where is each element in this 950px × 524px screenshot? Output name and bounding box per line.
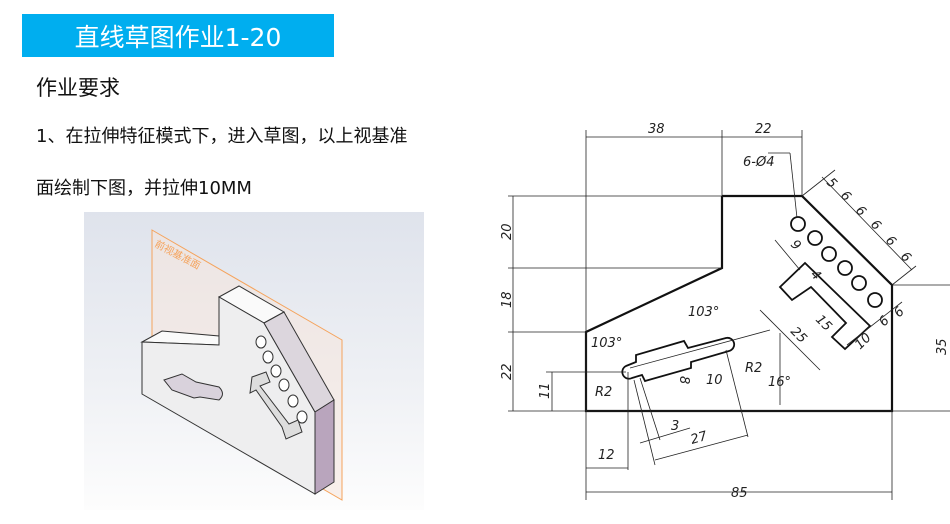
dimension-lines <box>508 130 950 500</box>
dim-22-left: 22 <box>500 363 515 380</box>
dim-6-right: 6 <box>891 304 907 320</box>
instruction-text-2: 面绘制下图，并拉伸10MM <box>36 178 252 199</box>
dim-8: 8 <box>676 376 691 384</box>
dim-3: 3 <box>671 419 679 434</box>
dim-10-right: 10 <box>852 331 874 353</box>
dim-12: 12 <box>598 448 615 463</box>
dim-11: 11 <box>538 382 553 399</box>
dim-9: 9 <box>787 237 803 253</box>
slide-title: 直线草图作业1-20 <box>22 14 334 57</box>
part-side-face <box>314 399 335 495</box>
section-heading: 作业要求 <box>36 76 120 100</box>
dim-6-right-2: 6 <box>876 313 892 329</box>
dim-r2-left: R2 <box>595 385 612 400</box>
dim-10: 10 <box>706 373 723 388</box>
dim-pitch-6: 6 <box>837 188 853 204</box>
dimension-texts: 38 22 6-Ø4 5 6 6 6 6 6 9 4 15 25 10 6 6 … <box>500 122 950 501</box>
hole-icons <box>255 335 308 424</box>
dim-holes: 6-Ø4 <box>743 155 774 170</box>
slot-outline <box>621 336 736 383</box>
dim-25: 25 <box>787 324 809 346</box>
dim-pitch-6: 6 <box>867 217 883 233</box>
dim-20: 20 <box>500 223 515 240</box>
dim-22-top: 22 <box>755 122 772 137</box>
dim-18: 18 <box>500 291 515 308</box>
dim-pitch-6: 6 <box>882 233 898 249</box>
dim-angle-top: 103° <box>688 305 719 320</box>
groove-outline <box>778 261 872 351</box>
dim-27: 27 <box>689 429 710 448</box>
dim-pitch-6: 6 <box>852 203 868 219</box>
dim-r2-right: R2 <box>745 361 762 376</box>
3d-model-image: 前视基准面 <box>84 212 424 510</box>
dim-35: 35 <box>935 338 950 355</box>
dim-85: 85 <box>731 486 748 501</box>
dim-15: 15 <box>812 312 834 334</box>
slot <box>163 373 223 401</box>
dim-pitch-6: 6 <box>897 249 913 265</box>
groove <box>249 371 303 440</box>
instruction-text-1: 1、在拉伸特征模式下，进入草图，以上视基准 <box>36 126 408 147</box>
dim-38: 38 <box>648 122 665 137</box>
holes <box>790 216 883 308</box>
dim-4: 4 <box>807 267 823 283</box>
dim-angle-16: 16° <box>768 375 791 390</box>
dim-angle-left: 103° <box>591 336 622 351</box>
